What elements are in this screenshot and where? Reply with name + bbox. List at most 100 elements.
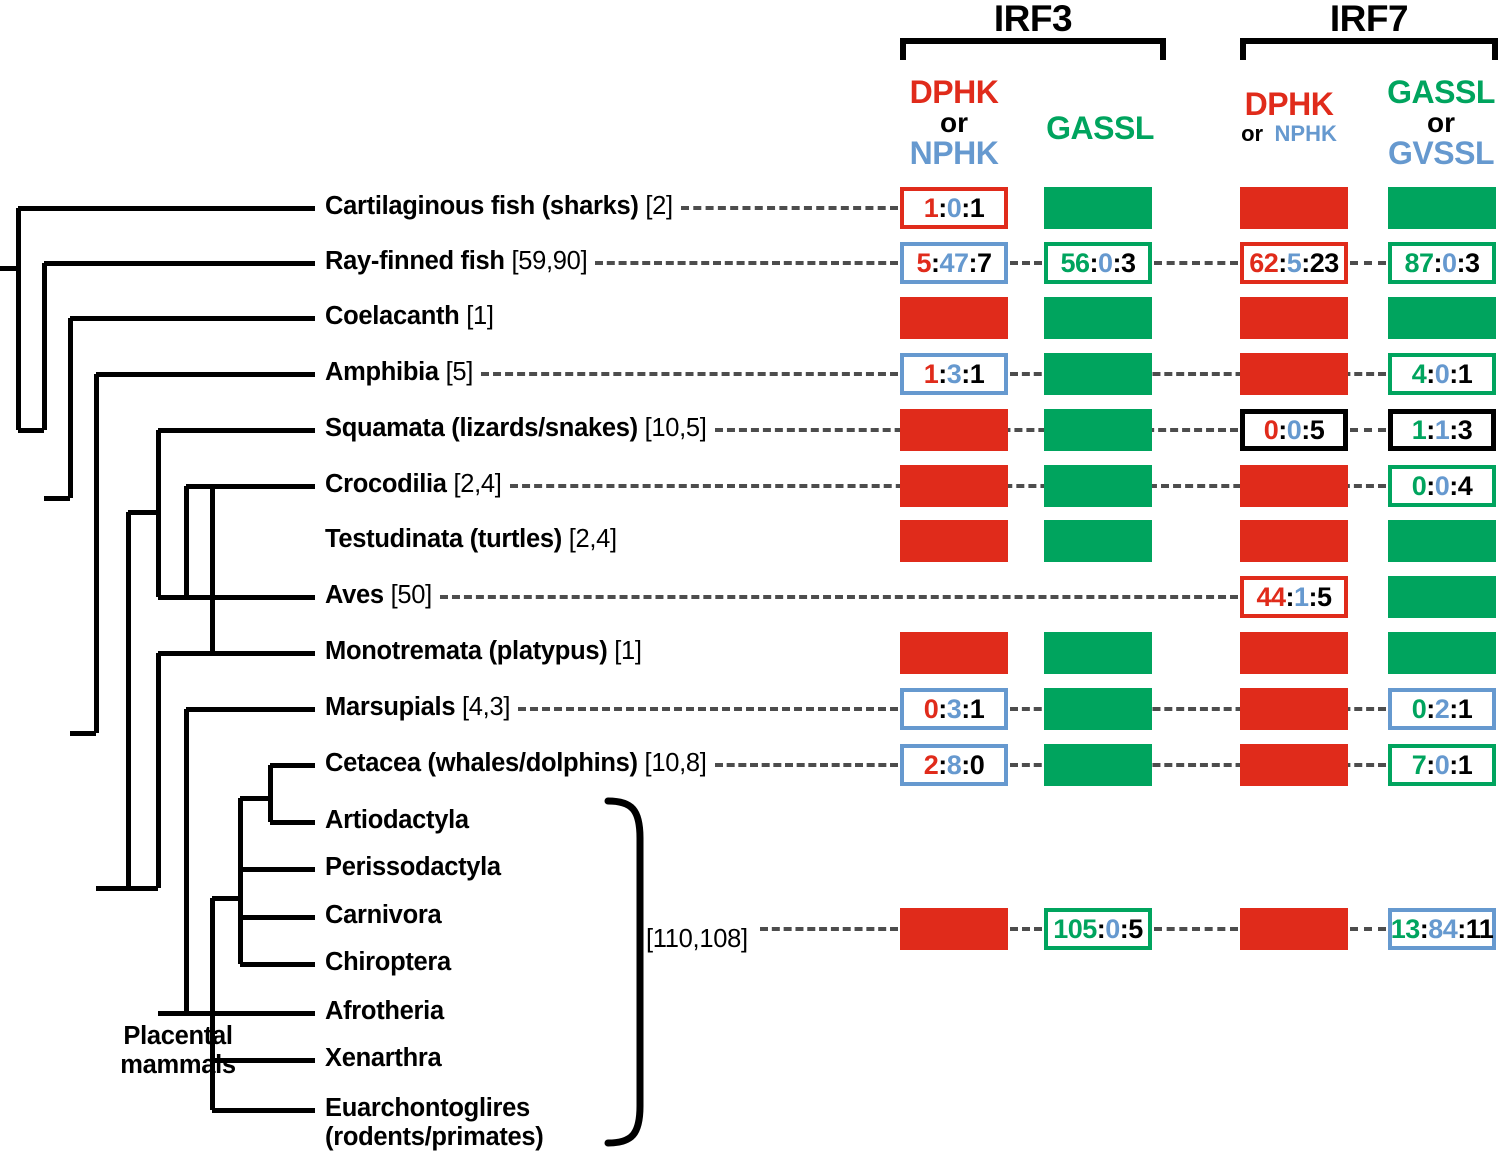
motif-or-label: or	[1241, 120, 1264, 146]
dashed-connector	[1010, 763, 1386, 767]
dashed-connector	[680, 206, 898, 210]
data-cell	[900, 520, 1008, 562]
data-cell	[1044, 632, 1152, 674]
taxon-name: Squamata (lizards/snakes)	[325, 414, 638, 442]
motif-or-label: or	[1427, 106, 1455, 138]
tree-branch-horizontal	[128, 509, 158, 515]
cell-value: 0	[1105, 913, 1120, 944]
gene-title-irf3: IRF3	[993, 0, 1073, 39]
taxon-count: [10,8]	[637, 749, 707, 777]
cell-value-separator: :	[1426, 358, 1435, 389]
cell-value-separator: :	[1301, 247, 1310, 278]
cell-value: 105	[1053, 913, 1097, 944]
gene-bracket-irf7	[1240, 38, 1498, 60]
cell-value: 4	[1457, 470, 1473, 501]
tree-branch-horizontal	[212, 1107, 315, 1113]
cell-value: 7	[977, 247, 992, 278]
tree-branch-horizontal	[70, 315, 315, 321]
cell-value-separator: :	[1457, 913, 1466, 944]
dashed-connector	[481, 372, 898, 376]
taxon-label: Monotremata (platypus) [1]	[325, 637, 642, 666]
data-cell-placental[interactable]: 105:0:5	[1044, 908, 1152, 950]
data-cell	[1240, 353, 1348, 395]
tree-branch-vertical	[93, 374, 99, 733]
taxon-label: Chiroptera	[325, 948, 451, 977]
dashed-connector	[439, 595, 1238, 599]
tree-branch-vertical	[15, 208, 21, 430]
data-cell	[1388, 520, 1496, 562]
data-cell[interactable]: 0:0:4	[1388, 465, 1496, 507]
cell-value: 5	[916, 247, 931, 278]
cell-value-separator: :	[1301, 414, 1310, 445]
data-cell	[1044, 465, 1152, 507]
cell-value: 5	[1309, 414, 1325, 445]
cell-value: 84	[1428, 913, 1458, 944]
taxon-name: Aves	[325, 581, 384, 609]
tree-branch-horizontal	[96, 371, 315, 377]
data-cell[interactable]: 5:47:7	[900, 242, 1008, 284]
dashed-connector	[1010, 707, 1386, 711]
data-cell[interactable]: 0:0:5	[1240, 409, 1348, 451]
cell-value-separator: :	[1096, 913, 1106, 944]
taxon-name: Afrotheria	[325, 997, 444, 1025]
data-cell[interactable]: 1:3:1	[900, 353, 1008, 395]
tree-branch-horizontal	[212, 483, 315, 489]
data-cell[interactable]: 87:0:3	[1388, 242, 1496, 284]
cell-value-separator: :	[1278, 414, 1287, 445]
motif-gvssl-label: GVSSL	[1388, 135, 1494, 172]
motif-nphk-label: NPHK	[909, 135, 999, 172]
tree-branch-horizontal	[240, 795, 270, 801]
cell-value-separator: :	[1449, 693, 1458, 724]
taxon-name-second-line: (rodents/primates)	[325, 1122, 544, 1151]
cell-value-separator: :	[1419, 913, 1429, 944]
data-cell[interactable]: 7:0:1	[1388, 744, 1496, 786]
tree-branch-horizontal	[158, 1010, 186, 1016]
data-cell-placental[interactable]: 13:84:11	[1388, 908, 1496, 950]
cell-value-separator: :	[938, 192, 947, 223]
data-cell	[1388, 187, 1496, 229]
column-header-irf3-gassl: GASSL	[1032, 112, 1168, 145]
data-cell[interactable]: 2:8:0	[900, 744, 1008, 786]
cell-value: 4	[1411, 358, 1427, 389]
taxon-name: Chiroptera	[325, 948, 451, 976]
dashed-connector	[1010, 927, 1042, 931]
tree-branch-vertical	[209, 898, 215, 1110]
tree-branch-horizontal	[128, 885, 158, 891]
data-cell[interactable]: 56:0:3	[1044, 242, 1152, 284]
cell-value-separator: :	[938, 358, 947, 389]
taxon-count: [10,5]	[637, 414, 707, 442]
dashed-connector	[1350, 261, 1386, 265]
taxon-name: Amphibia	[325, 358, 439, 386]
dashed-connector	[760, 927, 898, 931]
data-cell[interactable]: 62:5:23	[1240, 242, 1348, 284]
motif-dphk-label: DPHK	[1244, 86, 1334, 122]
placental-line2: mammals	[120, 1051, 236, 1080]
taxon-name: Carnivora	[325, 901, 442, 929]
dashed-connector	[1010, 372, 1386, 376]
data-cell[interactable]: 1:1:3	[1388, 409, 1496, 451]
data-cell[interactable]: 0:2:1	[1388, 688, 1496, 730]
tree-branch-horizontal	[270, 762, 315, 768]
taxon-name: Artiodactyla	[325, 806, 469, 834]
data-cell	[1240, 187, 1348, 229]
cell-value-separator: :	[1433, 247, 1442, 278]
taxon-count: [4,3]	[455, 693, 511, 721]
tree-branch-vertical	[237, 798, 243, 964]
taxon-label: Carnivora	[325, 901, 442, 930]
data-cell[interactable]: 44:1:5	[1240, 576, 1348, 618]
tree-branch-horizontal	[186, 594, 315, 600]
cell-value: 1	[1457, 358, 1473, 389]
cell-value: 8	[946, 749, 962, 780]
data-cell	[1044, 688, 1152, 730]
taxon-label: Artiodactyla	[325, 806, 469, 835]
dashed-connector	[518, 707, 898, 711]
data-cell[interactable]: 1:0:1	[900, 187, 1008, 229]
data-cell[interactable]: 0:3:1	[900, 688, 1008, 730]
cell-value: 5	[1128, 913, 1143, 944]
data-cell[interactable]: 4:0:1	[1388, 353, 1496, 395]
cell-value: 2	[923, 749, 939, 780]
cell-value: 0	[1411, 693, 1427, 724]
cell-value: 5	[1286, 247, 1302, 278]
data-cell	[900, 409, 1008, 451]
tree-branch-horizontal	[212, 1010, 315, 1016]
